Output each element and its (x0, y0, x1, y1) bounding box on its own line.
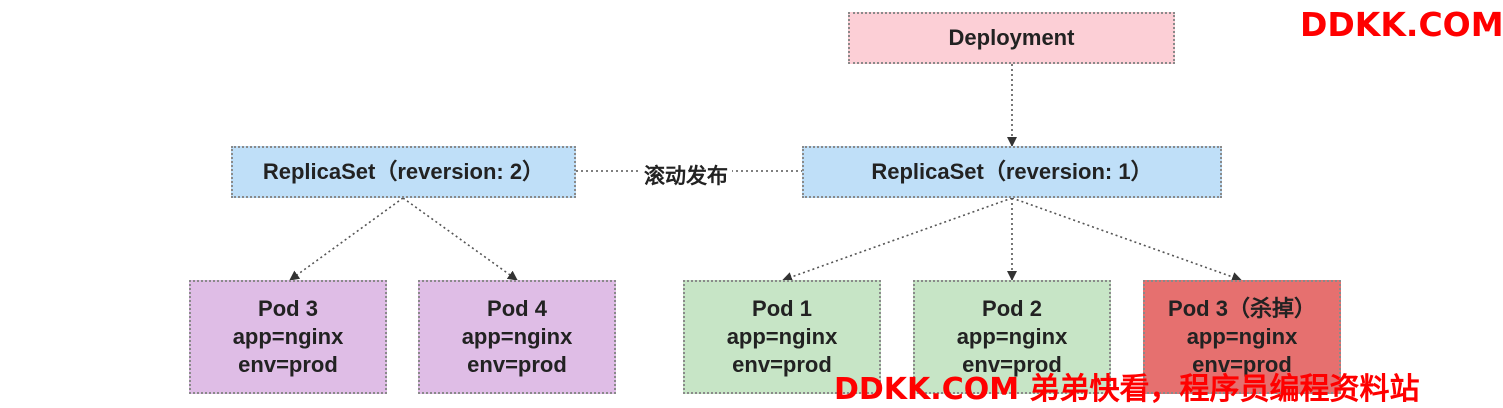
edge-rs-new-to-pod3-killed (1011, 197, 1242, 282)
pod-env-label: env=prod (238, 352, 338, 377)
pod-node: Pod 4 app=nginx env=prod (418, 280, 616, 394)
watermark-bottom: DDKK.COM 弟弟快看，程序员编程资料站 (834, 372, 1420, 407)
pod-name: Pod 3（杀掉） (1168, 296, 1316, 321)
replicaset-old-node: ReplicaSet（reversion: 2） (231, 146, 576, 198)
pod-env-label: env=prod (962, 352, 1062, 377)
edge-rs-new-to-pod1 (782, 197, 1013, 282)
pod-name: Pod 1 (752, 296, 812, 321)
deployment-node: Deployment (848, 12, 1175, 64)
edge-rs-old-to-pod4 (402, 197, 518, 281)
replicaset-new-label: ReplicaSet（reversion: 1） (871, 159, 1153, 184)
pod-node: Pod 2 app=nginx env=prod (913, 280, 1111, 394)
pod-name: Pod 2 (982, 296, 1042, 321)
pod-node-killed: Pod 3（杀掉） app=nginx env=prod (1143, 280, 1341, 394)
pod-env-label: env=prod (1192, 352, 1292, 377)
replicaset-new-node: ReplicaSet（reversion: 1） (802, 146, 1222, 198)
watermark-top: DDKK.COM (1300, 5, 1503, 44)
pod-env-label: env=prod (732, 352, 832, 377)
pod-env-label: env=prod (467, 352, 567, 377)
pod-name: Pod 4 (487, 296, 547, 321)
pod-node: Pod 1 app=nginx env=prod (683, 280, 881, 394)
pod-app-label: app=nginx (956, 324, 1068, 349)
edge-rs-old-to-pod3 (289, 197, 404, 281)
rolling-update-label: 滚动发布 (640, 160, 732, 190)
pod-node: Pod 3 app=nginx env=prod (189, 280, 387, 394)
pod-app-label: app=nginx (726, 324, 838, 349)
pod-app-label: app=nginx (1186, 324, 1298, 349)
pod-app-label: app=nginx (232, 324, 344, 349)
replicaset-old-label: ReplicaSet（reversion: 2） (262, 159, 545, 184)
pod-name: Pod 3 (258, 296, 318, 321)
pod-app-label: app=nginx (461, 324, 573, 349)
deployment-label: Deployment (948, 25, 1075, 50)
